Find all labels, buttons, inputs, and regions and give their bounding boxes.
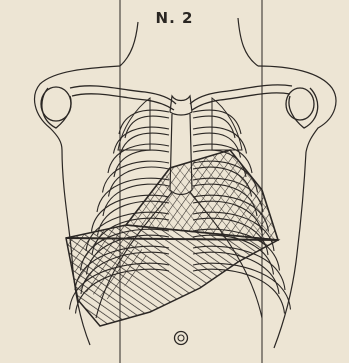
left-clavicle-lower bbox=[72, 94, 174, 110]
left-shoulder bbox=[35, 66, 120, 150]
right-flank bbox=[274, 152, 306, 348]
plate-number: N. 2 bbox=[0, 9, 349, 27]
right-clavicle bbox=[190, 85, 292, 104]
umbilicus bbox=[175, 332, 188, 345]
left-rib-edge bbox=[120, 133, 170, 157]
neck-left bbox=[120, 22, 138, 66]
clavicles bbox=[41, 85, 318, 128]
left-rib bbox=[119, 110, 169, 134]
right-humeral-head bbox=[286, 88, 314, 120]
left-clavicle bbox=[70, 86, 176, 104]
left-scapula bbox=[42, 88, 71, 128]
right-rib bbox=[193, 110, 241, 134]
lung-apices bbox=[118, 98, 242, 150]
right-shoulder bbox=[258, 66, 336, 152]
manubrium bbox=[170, 96, 192, 115]
left-rib-edge bbox=[114, 150, 169, 177]
